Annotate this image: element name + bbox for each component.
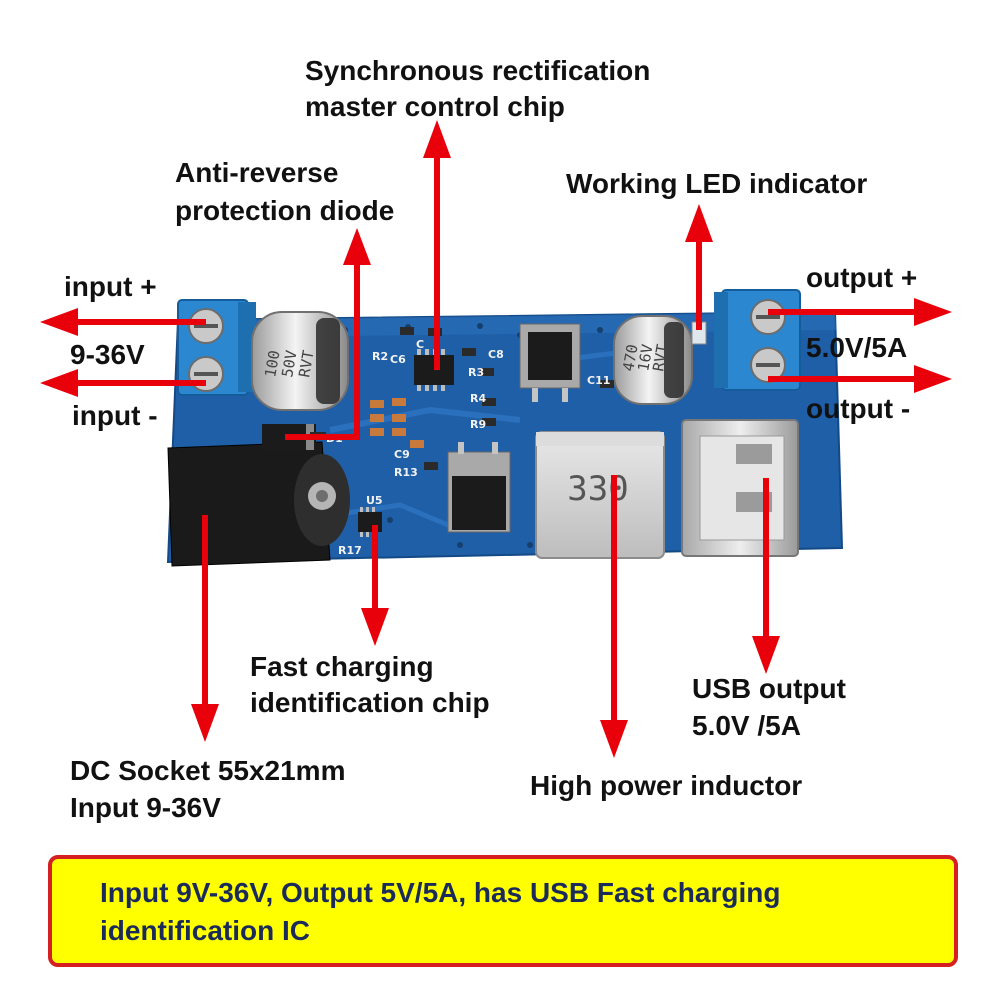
input-capacitor: 100 50V RVT [251,311,349,411]
label-sync-chip-line-2: master control chip [305,91,565,122]
arrow-input-plus [40,308,206,336]
label-output-rating: 5.0V/5A [806,332,907,363]
silk-r4: R4 [470,392,486,405]
silk-c11: C11 [587,374,610,387]
arrow-fast-chip [361,525,389,646]
callout-labels: Synchronous rectification master control… [64,55,917,823]
cap-left-line-1: 100 [261,349,283,379]
cap-right-line-3: RVT [649,343,671,373]
label-dc-socket-line-1: DC Socket 55x21mm [70,755,345,786]
inductor-marking: 330 [567,469,628,509]
silk-c6: C6 [390,353,406,366]
power-inductor: 330 [535,431,665,559]
silk-c9: C9 [394,448,410,461]
arrow-led [685,204,713,330]
cap-left-line-3: RVT [295,349,317,379]
label-input-plus: input + [64,271,157,302]
dc-socket [167,441,350,567]
silk-c: C [416,338,424,351]
arrow-usb [752,478,780,674]
label-input-minus: input - [72,400,158,431]
label-fast-chip-line-2: identification chip [250,687,490,718]
cap-right-line-1: 470 [619,343,641,373]
silk-r2: R2 [372,350,388,363]
silk-r3: R3 [468,366,484,379]
label-anti-reverse-line-2: protection diode [175,195,394,226]
silk-r13: R13 [394,466,418,479]
arrow-output-minus [768,365,952,393]
label-usb-line-1: USB output [692,673,846,704]
arrow-dc-socket [191,515,219,742]
mosfet-top [519,323,581,402]
usb-port [681,419,799,557]
label-sync-chip-line-1: Synchronous rectification [305,55,650,86]
label-inductor: High power inductor [530,770,802,801]
summary-line-2: identification IC [100,915,310,946]
silk-r17: R17 [338,544,362,557]
summary-box: Input 9V-36V, Output 5V/5A, has USB Fast… [48,855,958,967]
label-input-voltage: 9-36V [70,339,145,370]
summary-line-1: Input 9V-36V, Output 5V/5A, has USB Fast… [100,877,780,908]
arrow-inductor [600,475,628,758]
silk-u5: U5 [366,494,383,507]
silk-c8: C8 [488,348,504,361]
arrow-sync-chip [423,120,451,370]
arrow-input-minus [40,369,206,397]
label-output-plus: output + [806,262,917,293]
label-anti-reverse-line-1: Anti-reverse [175,157,338,188]
label-usb-line-2: 5.0V /5A [692,710,801,741]
cap-right-line-2: 16V [634,343,656,373]
mosfet-bottom [447,442,511,533]
label-dc-socket-line-2: Input 9-36V [70,792,221,823]
label-output-minus: output - [806,393,910,424]
output-capacitor: 470 16V RVT [613,315,693,405]
cap-left-line-2: 50V [278,349,300,379]
arrow-output-plus [768,298,952,326]
label-fast-chip-line-1: Fast charging [250,651,434,682]
callout-arrows [40,120,952,758]
label-led: Working LED indicator [566,168,867,199]
output-terminal-block [714,289,801,391]
arrow-anti-reverse [285,228,371,440]
silk-r9: R9 [470,418,486,431]
